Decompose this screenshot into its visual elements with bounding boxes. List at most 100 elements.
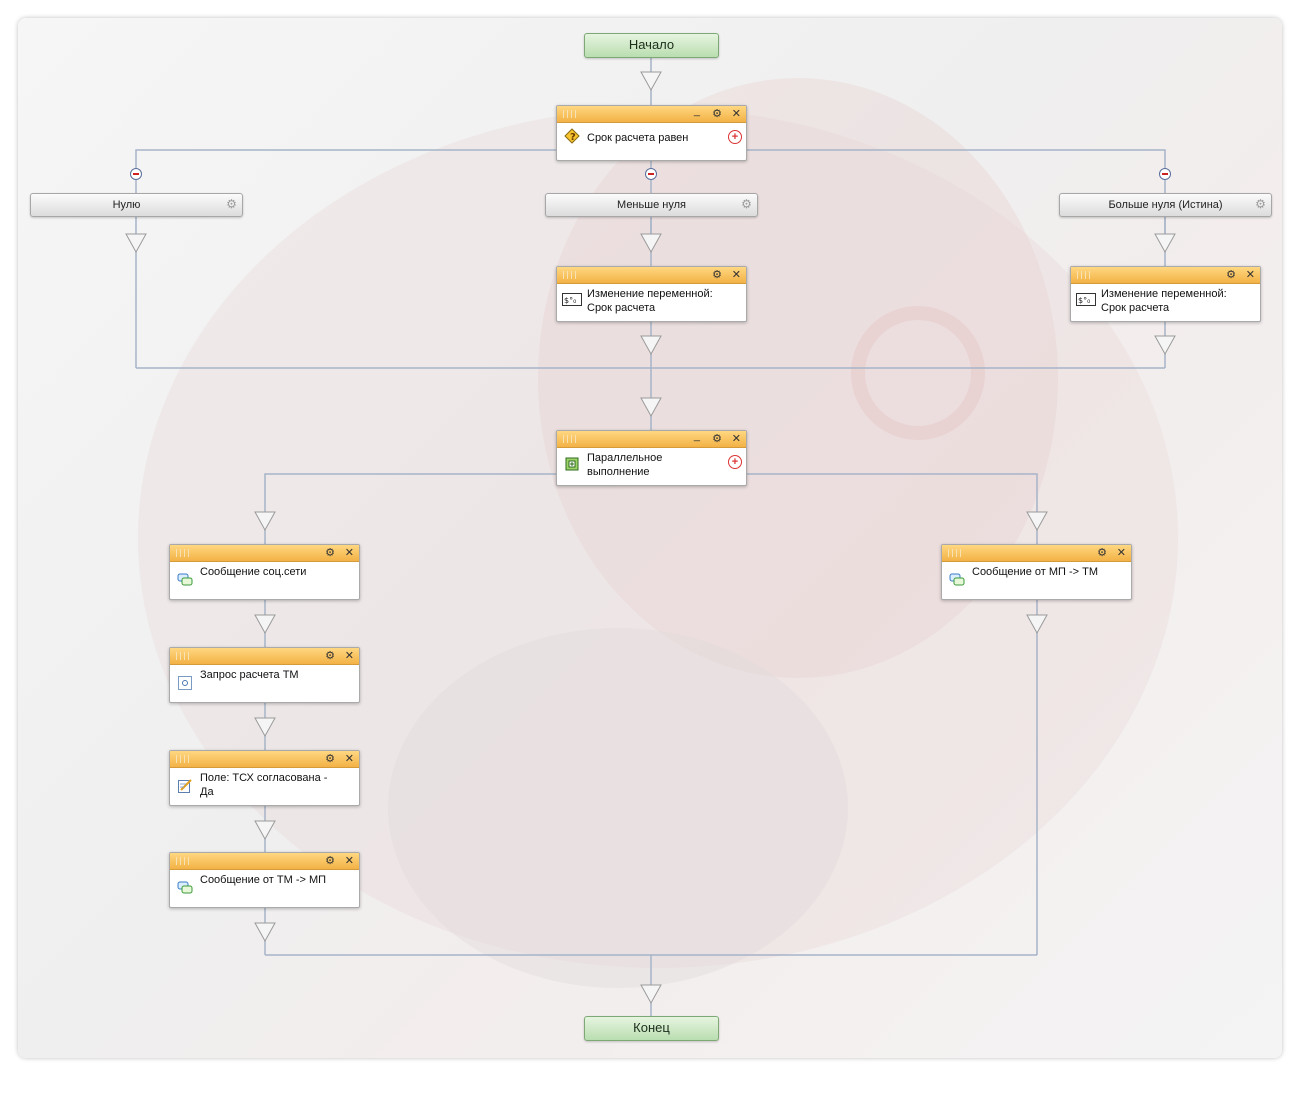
arrow	[1154, 335, 1176, 356]
gear-icon[interactable]: ⚙	[712, 269, 722, 281]
node-line-1: Сообщение соц.сети	[200, 566, 307, 578]
node-line-1: Параллельное	[587, 452, 663, 464]
drag-handle-icon[interactable]	[563, 435, 579, 443]
arrow	[640, 233, 662, 254]
variable-icon: $°₀	[1076, 293, 1096, 306]
condition-node[interactable]: _ ⚙ ✕ ? Срок расчета равен +	[556, 105, 747, 161]
drag-handle-icon[interactable]	[176, 652, 192, 660]
variable-change-node[interactable]: ⚙ ✕ $°₀ Изменение переменной: Срок расче…	[1070, 266, 1261, 322]
arrow	[254, 717, 276, 738]
gear-icon[interactable]: ⚙	[1097, 547, 1107, 559]
node-line-2: Да	[200, 786, 214, 798]
add-branch-icon[interactable]: +	[728, 130, 742, 144]
drag-handle-icon[interactable]	[948, 549, 964, 557]
arrow	[1026, 614, 1048, 635]
social-message-node[interactable]: ⚙ ✕ Сообщение соц.сети	[169, 544, 360, 600]
gear-icon[interactable]: ⚙	[741, 197, 752, 211]
message-icon	[177, 881, 193, 894]
message-mp-tm-node[interactable]: ⚙ ✕ Сообщение от МП -> ТМ	[941, 544, 1132, 600]
variable-change-node[interactable]: ⚙ ✕ $°₀ Изменение переменной: Срок расче…	[556, 266, 747, 322]
svg-text:$°₀: $°₀	[564, 296, 576, 305]
node-line-1: Изменение переменной:	[587, 288, 713, 300]
end-node[interactable]: Конец	[584, 1016, 719, 1041]
node-header[interactable]: ⚙ ✕	[942, 545, 1131, 562]
gear-icon[interactable]: ⚙	[712, 433, 722, 445]
svg-text:?: ?	[570, 132, 576, 143]
branch-label: Нулю	[112, 199, 141, 211]
gear-icon[interactable]: ⚙	[1255, 197, 1266, 211]
parallel-icon	[565, 457, 579, 471]
arrow	[640, 71, 662, 92]
node-header[interactable]: ⚙ ✕	[170, 648, 359, 665]
branch-greater-than-zero[interactable]: Больше нуля (Истина) ⚙	[1059, 193, 1272, 217]
start-node[interactable]: Начало	[584, 33, 719, 58]
node-header[interactable]: ⚙ ✕	[170, 751, 359, 768]
arrow	[640, 335, 662, 356]
node-line-2: Срок расчета	[1101, 302, 1170, 314]
remove-branch-icon[interactable]	[1159, 168, 1171, 180]
node-header[interactable]: ⚙ ✕	[1071, 267, 1260, 284]
arrow	[254, 922, 276, 943]
drag-handle-icon[interactable]	[176, 857, 192, 865]
start-label: Начало	[628, 37, 675, 52]
gear-icon[interactable]: ⚙	[325, 650, 335, 662]
node-line-2: Срок расчета	[587, 302, 656, 314]
workflow-canvas: Начало _ ⚙ ✕ ? Срок расчета равен + Нулю…	[18, 18, 1282, 1058]
node-header[interactable]: ⚙ ✕	[557, 267, 746, 284]
svg-text:$°₀: $°₀	[1078, 296, 1090, 305]
drag-handle-icon[interactable]	[563, 110, 579, 118]
connectors	[125, 58, 1176, 1016]
close-icon[interactable]: ✕	[344, 650, 354, 662]
close-icon[interactable]: ✕	[1245, 269, 1255, 281]
add-branch-icon[interactable]: +	[728, 455, 742, 469]
arrow	[254, 820, 276, 841]
parallel-node[interactable]: _ ⚙ ✕ Параллельное выполнение +	[556, 430, 747, 486]
end-label: Конец	[633, 1020, 670, 1035]
close-icon[interactable]: ✕	[344, 855, 354, 867]
arrow	[254, 614, 276, 635]
edit-field-icon	[178, 779, 192, 793]
close-icon[interactable]: ✕	[1116, 547, 1126, 559]
drag-handle-icon[interactable]	[563, 271, 579, 279]
close-icon[interactable]: ✕	[344, 753, 354, 765]
node-header[interactable]: ⚙ ✕	[170, 545, 359, 562]
gear-icon[interactable]: ⚙	[325, 855, 335, 867]
drag-handle-icon[interactable]	[176, 755, 192, 763]
message-icon	[177, 573, 193, 586]
close-icon[interactable]: ✕	[731, 269, 741, 281]
flow-arrows	[125, 71, 1176, 1005]
branch-label: Меньше нуля	[617, 199, 686, 211]
branch-less-than-zero[interactable]: Меньше нуля ⚙	[545, 193, 758, 217]
branch-zero[interactable]: Нулю ⚙	[30, 193, 243, 217]
node-line-1: Запрос расчета ТМ	[200, 669, 299, 681]
field-set-node[interactable]: ⚙ ✕ Поле: ТСХ согласована - Да	[169, 750, 360, 806]
node-line-1: Поле: ТСХ согласована -	[200, 772, 328, 784]
close-icon[interactable]: ✕	[731, 108, 741, 120]
remove-branch-icon[interactable]	[130, 168, 142, 180]
drag-handle-icon[interactable]	[176, 549, 192, 557]
minimize-icon[interactable]: _	[693, 430, 700, 442]
condition-icon: ?	[564, 128, 580, 144]
branch-label: Больше нуля (Истина)	[1108, 199, 1223, 211]
close-icon[interactable]: ✕	[731, 433, 741, 445]
arrow	[640, 397, 662, 418]
node-header[interactable]: ⚙ ✕	[170, 853, 359, 870]
node-line-2: выполнение	[587, 466, 650, 478]
gear-icon[interactable]: ⚙	[325, 753, 335, 765]
arrow	[125, 233, 147, 254]
node-line-1: Сообщение от ТМ -> МП	[200, 874, 327, 886]
arrow	[640, 984, 662, 1005]
request-icon	[178, 676, 192, 690]
gear-icon[interactable]: ⚙	[712, 108, 722, 120]
drag-handle-icon[interactable]	[1077, 271, 1093, 279]
gear-icon[interactable]: ⚙	[325, 547, 335, 559]
gear-icon[interactable]: ⚙	[226, 197, 237, 211]
node-header[interactable]: _ ⚙ ✕	[557, 105, 746, 123]
message-tm-mp-node[interactable]: ⚙ ✕ Сообщение от ТМ -> МП	[169, 852, 360, 908]
close-icon[interactable]: ✕	[344, 547, 354, 559]
gear-icon[interactable]: ⚙	[1226, 269, 1236, 281]
minimize-icon[interactable]: _	[693, 105, 700, 117]
calc-request-node[interactable]: ⚙ ✕ Запрос расчета ТМ	[169, 647, 360, 703]
node-header[interactable]: _ ⚙ ✕	[557, 430, 746, 448]
remove-branch-icon[interactable]	[645, 168, 657, 180]
